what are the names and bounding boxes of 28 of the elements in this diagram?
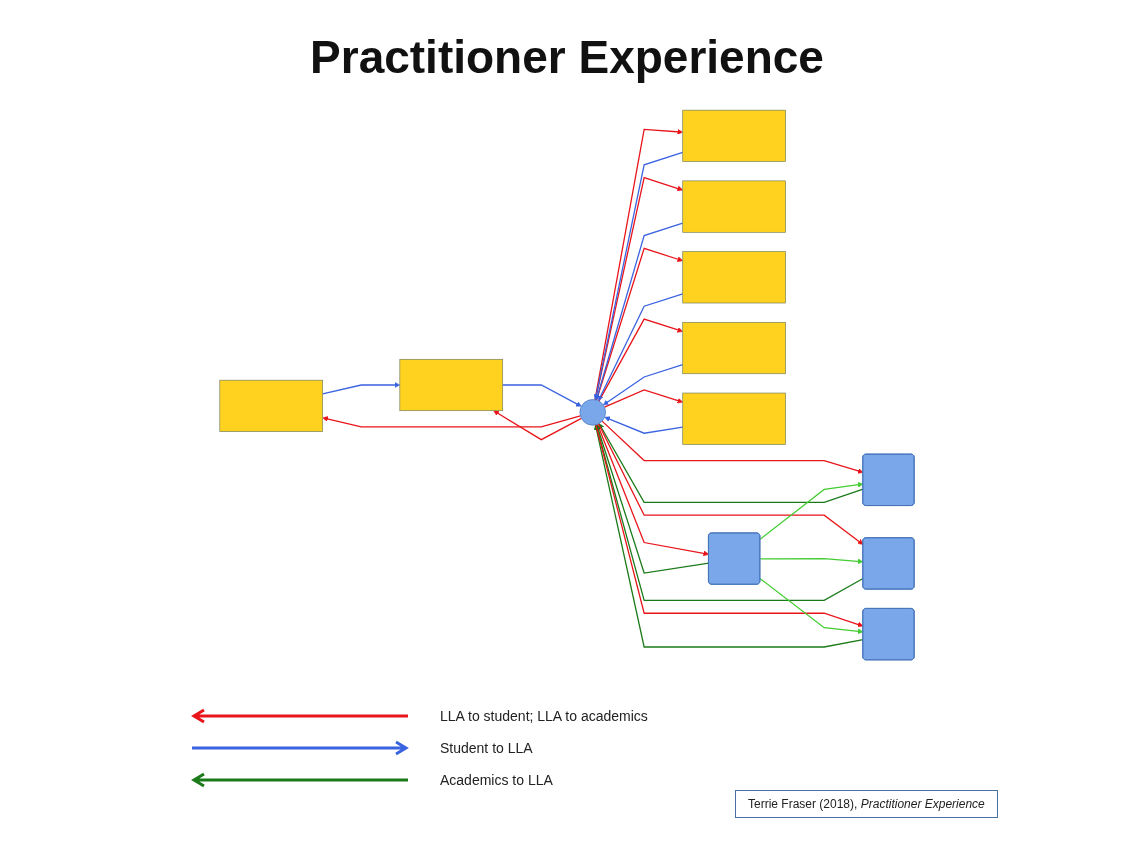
arrow bbox=[598, 293, 684, 401]
arrow bbox=[601, 420, 864, 474]
arrow bbox=[322, 382, 401, 395]
node-box bbox=[682, 322, 786, 375]
legend-text: Academics to LLA bbox=[440, 772, 553, 788]
arrow bbox=[759, 578, 864, 635]
legend-text: LLA to student; LLA to academics bbox=[440, 708, 648, 724]
arrow bbox=[759, 481, 864, 540]
arrow bbox=[322, 415, 581, 428]
arrow bbox=[603, 363, 684, 406]
arrow bbox=[598, 423, 864, 503]
node-box bbox=[682, 392, 786, 445]
title: Practitioner Experience bbox=[309, 30, 825, 84]
arrow bbox=[493, 410, 582, 441]
node-box bbox=[682, 109, 786, 162]
node-box bbox=[682, 180, 786, 233]
node-circle bbox=[579, 399, 606, 426]
source-note: Terrie Fraser (2018), Practitioner Experience bbox=[735, 790, 998, 818]
arrow bbox=[502, 384, 582, 407]
arrow bbox=[598, 318, 683, 402]
node-box bbox=[682, 251, 786, 304]
arrow bbox=[759, 557, 864, 565]
arrow bbox=[604, 416, 684, 434]
node-box bbox=[219, 379, 323, 432]
node-box bbox=[399, 358, 504, 412]
legend-text: Student to LLA bbox=[440, 740, 533, 756]
arrow bbox=[597, 423, 864, 545]
arrow bbox=[603, 389, 683, 408]
